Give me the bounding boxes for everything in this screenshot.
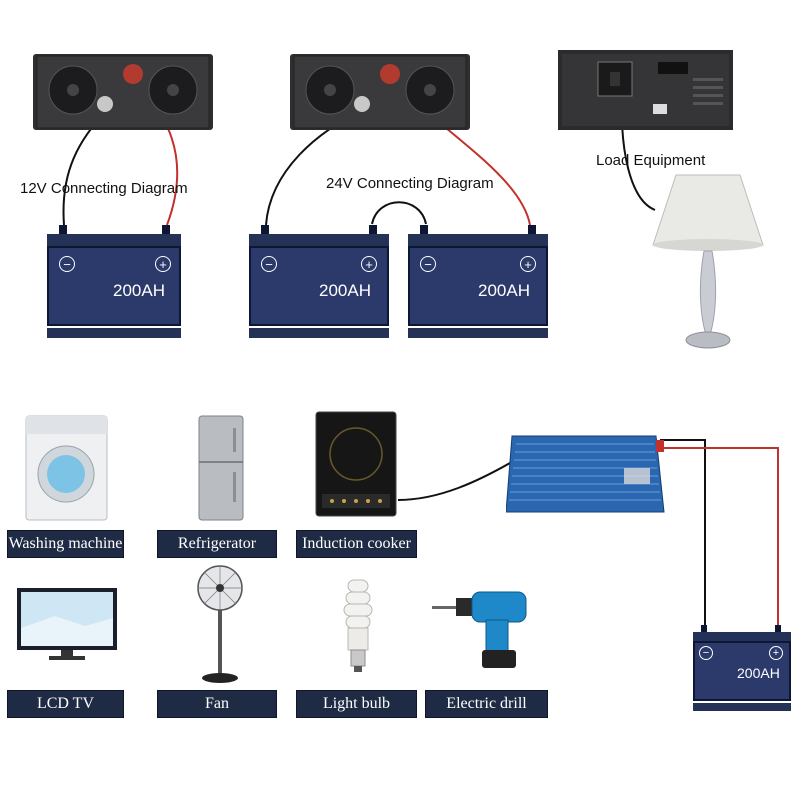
battery-12v: − + 200AH — [47, 225, 181, 340]
electric-drill-icon — [432, 591, 527, 668]
label-lcd-tv: LCD TV — [7, 690, 124, 718]
refrigerator-icon — [198, 415, 244, 521]
label-electric-drill: Electric drill — [425, 690, 548, 718]
wire-inverter-battery-positive — [660, 447, 779, 628]
battery-plus-icon: + — [155, 256, 171, 272]
battery-capacity: 200AH — [737, 665, 780, 681]
battery-minus-icon: − — [420, 256, 436, 272]
power-inverter-icon — [506, 435, 665, 513]
label-fan: Fan — [157, 690, 277, 718]
battery-minus-icon: − — [261, 256, 277, 272]
label-refrigerator: Refrigerator — [157, 530, 277, 558]
light-bulb-icon — [343, 579, 373, 672]
battery-24v-a: − + 200AH — [249, 225, 389, 340]
battery-plus-icon: + — [520, 256, 536, 272]
wire-inverter-cooker — [397, 462, 511, 501]
inverter-ac-panel — [558, 50, 733, 130]
battery-bottom: − + 200AH — [693, 625, 791, 713]
battery-capacity: 200AH — [478, 281, 530, 300]
battery-capacity: 200AH — [319, 281, 371, 300]
battery-capacity: 200AH — [113, 281, 165, 300]
battery-plus-icon: + — [361, 256, 377, 272]
label-light-bulb: Light bulb — [296, 690, 417, 718]
fan-icon — [197, 565, 243, 683]
wire-inverter-battery-negative — [660, 439, 706, 628]
inverter-24v — [290, 54, 470, 130]
label-induction-cooker: Induction cooker — [296, 530, 417, 558]
battery-minus-icon: − — [59, 256, 75, 272]
induction-cooker-icon — [315, 411, 397, 517]
wire-24v-bridge — [371, 201, 427, 225]
title-12v-diagram: 12V Connecting Diagram — [20, 180, 188, 197]
title-load-equipment: Load Equipment — [596, 152, 706, 169]
label-washing-machine: Washing machine — [7, 530, 124, 558]
battery-terminal-negative — [59, 225, 67, 235]
table-lamp-icon — [652, 174, 764, 349]
battery-24v-b: − + 200AH — [408, 225, 548, 340]
battery-minus-icon: − — [699, 646, 713, 660]
lcd-tv-icon — [17, 588, 117, 660]
inverter-12v — [33, 54, 213, 130]
title-24v-diagram: 24V Connecting Diagram — [326, 175, 494, 192]
battery-terminal-positive — [162, 225, 170, 235]
battery-plus-icon: + — [769, 646, 783, 660]
washing-machine-icon — [25, 415, 108, 521]
